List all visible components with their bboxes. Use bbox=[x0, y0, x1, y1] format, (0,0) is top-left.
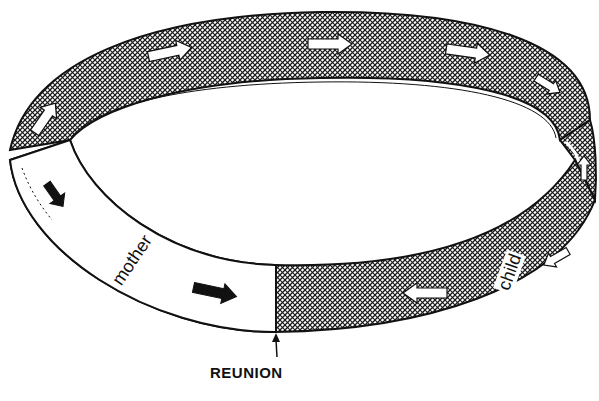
mother-segment bbox=[10, 140, 276, 332]
flow-arrow bbox=[40, 178, 239, 306]
front-band bbox=[10, 140, 595, 332]
leader-line bbox=[272, 333, 280, 357]
flow-arrow bbox=[26, 34, 591, 303]
band-label: mother bbox=[109, 232, 155, 289]
back-band bbox=[10, 12, 590, 150]
callout-label: REUNION bbox=[208, 364, 285, 381]
band-label: child bbox=[494, 249, 527, 294]
